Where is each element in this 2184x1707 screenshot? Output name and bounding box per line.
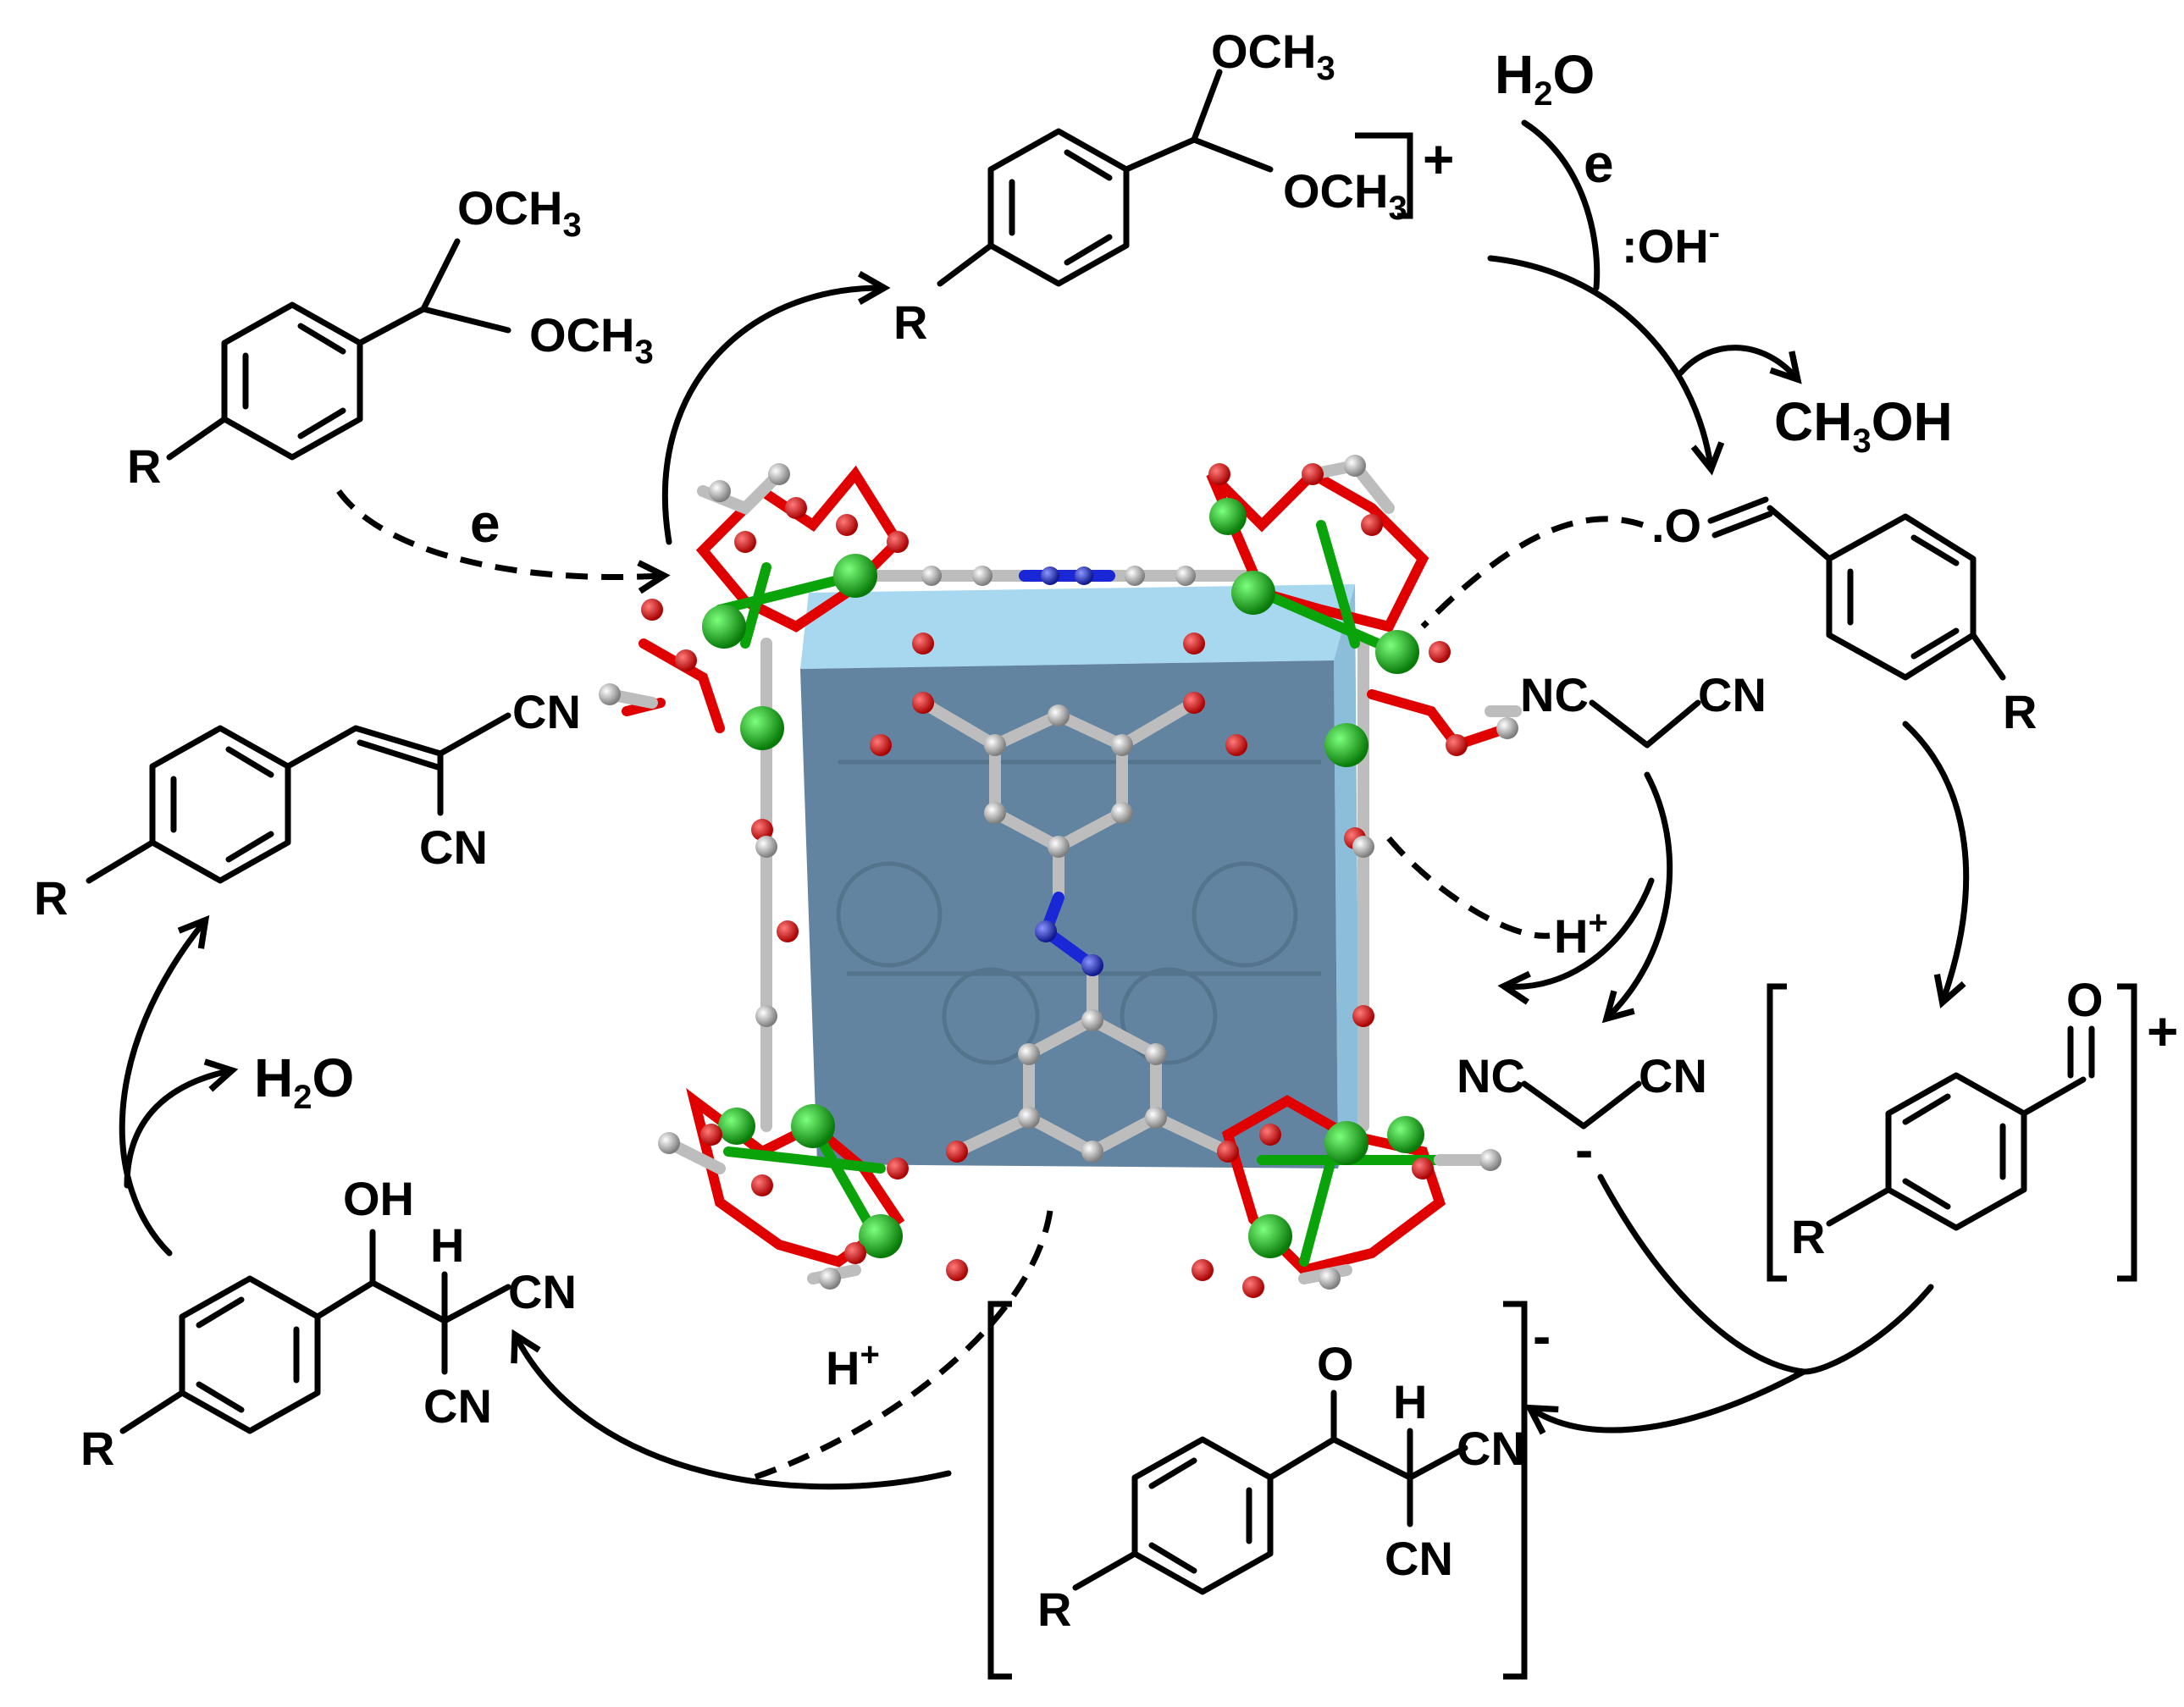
carbon-atoms — [599, 455, 1518, 1290]
activated-plus-charge: + — [2147, 1001, 2178, 1062]
alkoxide-cn-top-label: CN — [1457, 1422, 1525, 1475]
molecule-alkoxide-intermediate: - O H CN CN R — [987, 1301, 1551, 1680]
carbonyl-convergence-arrow — [1800, 1284, 1934, 1375]
water-label-top: H2O — [1495, 44, 1595, 113]
methanol-release-arrow — [1678, 345, 1802, 384]
adduct-formation-arrow — [1524, 1368, 1807, 1435]
adduct-h-label: H — [430, 1218, 464, 1272]
acetal-och3-top: OCH3 — [457, 181, 582, 244]
deprotonation-arrow — [1601, 771, 1673, 1024]
cation-r-label: R — [893, 296, 927, 349]
anion-cn-label: CN — [1639, 1049, 1707, 1102]
water-label-left: H2O — [254, 1047, 354, 1116]
proton-release-arrow — [1497, 877, 1655, 1005]
activated-oxygen-label: O — [2066, 973, 2104, 1026]
hydroxide-label: :OH- — [1622, 214, 1720, 273]
cation-plus-charge: + — [1423, 129, 1454, 190]
proton-label-right: H+ — [1554, 904, 1608, 963]
malononitrile-nc-label: NC — [1520, 668, 1589, 721]
proton-to-cage-dashed — [1386, 836, 1551, 939]
anion-nc-label: NC — [1457, 1049, 1525, 1102]
cage-polyhedron-front-face — [800, 660, 1338, 1168]
molecule-benzylidene-malononitrile: CN CN R — [34, 685, 581, 925]
reaction-arrows — [119, 119, 1970, 1490]
molecule-acetal-radical-cation: R OCH3 OCH3 + — [893, 25, 1454, 349]
adduct-cn-top-label: CN — [508, 1265, 577, 1318]
water-release-arrow — [124, 1058, 239, 1189]
molecule-dimethyl-acetal: R OCH3 OCH3 — [127, 181, 654, 493]
molecule-malononitrile-anion: NC CN - — [1457, 1049, 1707, 1180]
product-cn-top-label: CN — [512, 685, 581, 738]
cation-och3-top: OCH3 — [1211, 25, 1335, 87]
molecule-benzaldehyde: .O R — [1651, 496, 2037, 738]
aldehyde-to-cage-dashed — [1420, 516, 1645, 629]
mof-cage-structure — [599, 455, 1522, 1298]
oxidation-arrow — [662, 271, 891, 545]
cage-polyhedron-right-face — [1334, 584, 1359, 1168]
adduct-r-label: R — [80, 1422, 114, 1475]
molecule-malononitrile: NC CN — [1520, 668, 1767, 749]
molecule-alcohol-adduct: OH H CN CN R — [80, 1172, 577, 1475]
aldehyde-r-label: R — [2003, 685, 2037, 738]
nitrogen-atoms — [1035, 566, 1103, 976]
oxygen-atoms — [641, 463, 1468, 1298]
adduct-oh-label: OH — [343, 1172, 414, 1225]
activation-arrow — [1902, 721, 1970, 1008]
water-attack-arrow — [1521, 119, 1601, 291]
alkoxide-minus-charge: - — [1533, 1306, 1551, 1367]
anion-minus-charge: - — [1575, 1119, 1593, 1180]
hydrolysis-arrow — [1487, 255, 1725, 476]
aldehyde-oxygen-label: .O — [1651, 499, 1701, 552]
protonation-arrow — [511, 1329, 952, 1490]
alkoxide-cn-bottom-label: CN — [1385, 1532, 1453, 1585]
proton-label-bottom: H+ — [826, 1336, 880, 1395]
hydrolysis-species: H2O e :OH- CH3OH — [1495, 44, 1953, 460]
electron-label-left: e — [470, 493, 500, 554]
alkoxide-h-label: H — [1393, 1375, 1427, 1428]
alkoxide-r-label: R — [1037, 1583, 1071, 1636]
product-r-label: R — [34, 871, 68, 925]
metal-atoms — [702, 498, 1424, 1258]
cation-och3-bottom: OCH3 — [1283, 164, 1407, 227]
adduct-cn-bottom-label: CN — [423, 1379, 492, 1433]
acetal-och3-bottom: OCH3 — [529, 308, 654, 371]
methanol-label: CH3OH — [1774, 391, 1953, 460]
molecule-activated-aldehyde-cation: + O R — [1767, 973, 2178, 1282]
activated-r-label: R — [1791, 1210, 1825, 1263]
electron-label-top-right: e — [1584, 133, 1614, 194]
acetal-r-label: R — [127, 439, 161, 493]
cage-proton-dashed — [752, 1210, 1053, 1481]
nucleophilic-attack-arrow — [1597, 1174, 1807, 1375]
dehydration-arrow — [119, 914, 210, 1257]
cage-polyhedron-top-face — [800, 584, 1355, 669]
product-cn-bottom-label: CN — [419, 820, 488, 874]
alkoxide-oxygen-label: O — [1317, 1337, 1354, 1390]
malononitrile-cn-label: CN — [1698, 668, 1767, 721]
